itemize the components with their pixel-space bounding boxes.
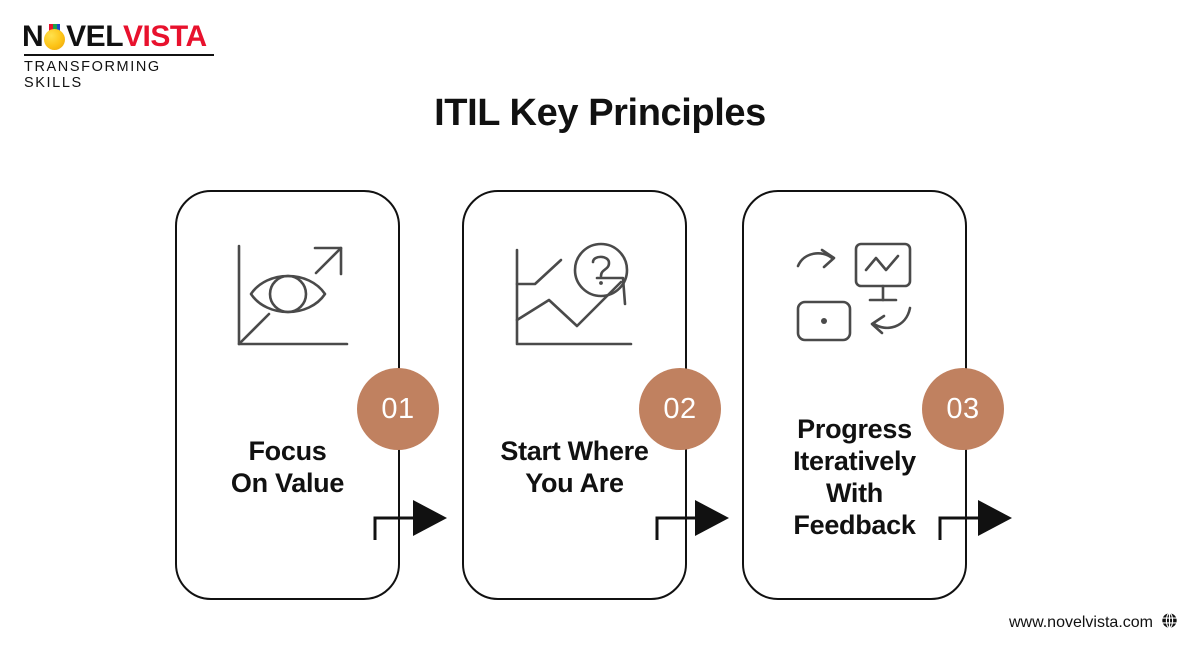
- badge-3-number: 03: [946, 392, 980, 425]
- principle-card-1-label: Focus On Value: [185, 436, 390, 500]
- principle-card-2-label: Start Where You Are: [472, 436, 677, 500]
- monitor-feedback-loop-icon: [744, 238, 965, 348]
- eye-growth-chart-icon: [177, 238, 398, 356]
- principle-card-1: Focus On Value: [175, 190, 400, 600]
- step-number-badge-3: 03: [922, 368, 1004, 450]
- card-1-line-2: On Value: [230, 467, 345, 498]
- bulb-ball: [44, 29, 66, 50]
- principle-card-3-label: Progress Iteratively With Feedback: [752, 414, 957, 541]
- logo-text-vel: VEL: [66, 20, 124, 53]
- novelvista-logo: N VEL VISTA TRANSFORMING SKILLS: [22, 22, 222, 91]
- page-title: ITIL Key Principles: [434, 92, 766, 134]
- card-2-line-2: You Are: [525, 467, 624, 498]
- chart-question-icon: [464, 238, 685, 358]
- card-3-line-3: With: [825, 477, 884, 508]
- logo-divider: [24, 54, 214, 56]
- badge-1-number: 01: [381, 392, 415, 425]
- badge-2-number: 02: [663, 392, 697, 425]
- logo-text-vista: VISTA: [123, 20, 207, 53]
- card-3-line-4: Feedback: [793, 509, 916, 540]
- step-number-badge-2: 02: [639, 368, 721, 450]
- footer: www.novelvista.com: [1009, 612, 1178, 634]
- card-3-line-2: Iteratively: [793, 445, 916, 476]
- step-number-badge-1: 01: [357, 368, 439, 450]
- arrow-card1-to-card2: [373, 494, 469, 547]
- arrow-card3-out: [938, 494, 1034, 547]
- logo-tagline: TRANSFORMING SKILLS: [24, 59, 161, 91]
- globe-icon: [1161, 612, 1178, 634]
- card-3-line-1: Progress: [797, 414, 912, 444]
- bulb-cap-colors: [49, 24, 61, 31]
- footer-website-text: www.novelvista.com: [1008, 614, 1153, 631]
- arrow-card2-to-card3: [655, 494, 751, 547]
- bulb-o-icon: [43, 24, 66, 50]
- logo-wordmark: N VEL VISTA: [22, 22, 222, 52]
- card-2-line-1: Start Where: [500, 436, 649, 466]
- card-1-line-1: Focus: [248, 436, 327, 466]
- logo-text-n: N: [22, 20, 44, 53]
